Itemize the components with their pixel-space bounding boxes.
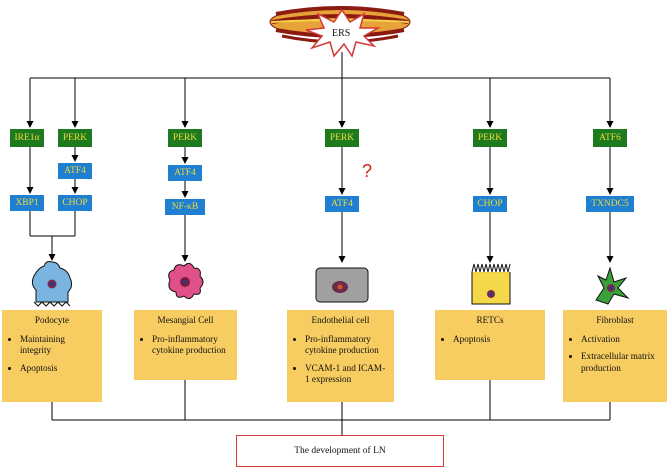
outcome-box: The development of LN [236,435,444,467]
panel-title-mesangial: Mesangial Cell [157,315,214,325]
podocyte-effects: Maintaining integrity Apoptosis [8,334,96,375]
mesangial-cell-icon [168,262,204,300]
mesangial-panel: Mesangial Cell Pro-inflammatory cytokine… [134,310,237,380]
fibroblast-panel: Fibroblast Activation Extracellular matr… [563,310,667,402]
podocyte-cell-icon [31,261,73,307]
perk-box-endothelial: PERK [325,129,359,147]
perk-box-retc: PERK [473,129,507,147]
atf4-box-mesangial: ATF4 [168,165,202,181]
chop-box-retc: CHOP [473,196,507,212]
retc-cell-icon [471,263,511,305]
fibroblast-effects: Activation Extracellular matrix producti… [569,334,661,375]
panel-title-endothelial: Endothelial cell [311,315,370,325]
nfkb-box: NF-κB [165,199,205,215]
ire1a-box: IRE1α [10,129,44,147]
effect-item: VCAM-1 and ICAM-1 expression [305,363,388,386]
effect-item: Apoptosis [20,363,96,375]
chop-box-podocyte: CHOP [58,195,92,211]
mesangial-effects: Pro-inflammatory cytokine production [140,334,231,357]
panel-title-retc: RETCs [476,315,504,325]
atf4-box-endothelial: ATF4 [325,196,359,212]
perk-box-podocyte: PERK [58,129,92,147]
effect-item: Maintaining integrity [20,334,96,357]
endothelial-effects: Pro-inflammatory cytokine production VCA… [293,334,388,386]
podocyte-panel: Podocyte Maintaining integrity Apoptosis [2,310,102,402]
endothelial-cell-icon [315,267,369,303]
ers-label: ERS [332,28,351,39]
question-mark: ? [362,161,373,181]
effect-item: Activation [581,334,661,346]
perk-box-mesangial: PERK [168,129,202,147]
retc-effects: Apoptosis [441,334,539,346]
effect-item: Pro-inflammatory cytokine production [152,334,231,357]
effect-item: Pro-inflammatory cytokine production [305,334,388,357]
fibroblast-cell-icon [595,266,630,305]
txndc5-box: TXNDC5 [586,196,634,212]
explosion-burst-icon [305,8,381,58]
endothelial-panel: Endothelial cell Pro-inflammatory cytoki… [287,310,394,402]
retc-panel: RETCs Apoptosis [435,310,545,380]
atf4-box-podocyte: ATF4 [58,163,92,179]
effect-item: Apoptosis [453,334,539,346]
panel-title-podocyte: Podocyte [34,315,70,325]
atf6-box: ATF6 [593,129,627,147]
effect-item: Extracellular matrix production [581,351,661,374]
xbp1-box: XBP1 [10,195,44,211]
panel-title-fibroblast: Fibroblast [596,315,634,325]
